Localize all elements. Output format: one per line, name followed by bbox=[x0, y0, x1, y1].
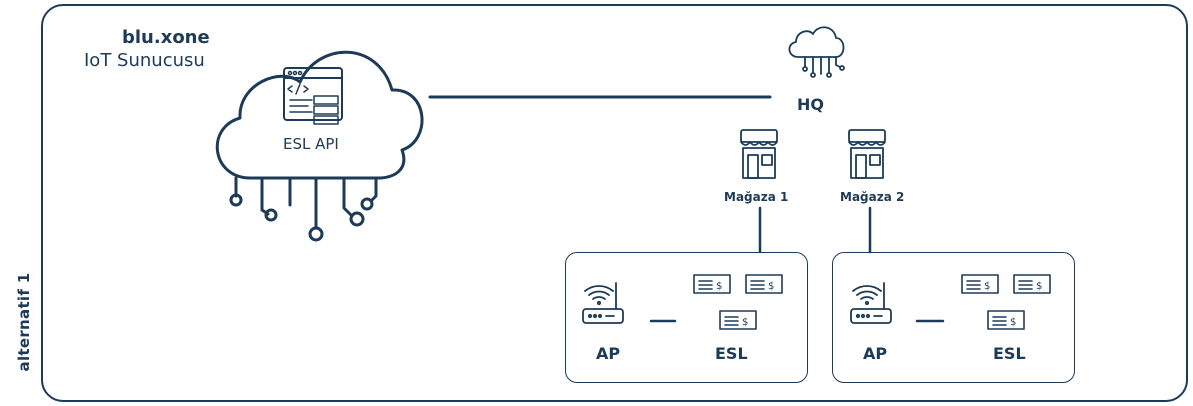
svg-text:$: $ bbox=[1010, 317, 1016, 328]
esl-label: ESL bbox=[993, 344, 1026, 363]
store-icon bbox=[740, 129, 778, 179]
brand-name: blu.xone bbox=[122, 27, 210, 48]
ap-label: AP bbox=[596, 344, 621, 363]
store-1-network-box bbox=[565, 252, 808, 383]
price-tag-icon: $ bbox=[987, 310, 1025, 330]
svg-text:$: $ bbox=[742, 317, 748, 328]
price-tag-icon: $ bbox=[961, 274, 999, 294]
cloud-server-icon bbox=[215, 50, 424, 242]
svg-text:$: $ bbox=[768, 281, 774, 292]
router-icon bbox=[850, 282, 892, 324]
price-tag-icon: $ bbox=[1013, 274, 1051, 294]
svg-text:$: $ bbox=[984, 281, 990, 292]
store-2-label: Mağaza 2 bbox=[840, 190, 905, 204]
router-icon bbox=[582, 282, 624, 324]
esl-label: ESL bbox=[715, 344, 748, 363]
ap-label: AP bbox=[863, 344, 888, 363]
price-tag-icon: $ bbox=[745, 274, 783, 294]
server-subtitle: IoT Sunucusu bbox=[84, 50, 205, 71]
price-tag-icon: $ bbox=[693, 274, 731, 294]
hq-label: HQ bbox=[797, 95, 824, 114]
diagram-frame bbox=[41, 4, 1188, 402]
svg-text:$: $ bbox=[1036, 281, 1042, 292]
esl-api-label: ESL API bbox=[283, 135, 339, 153]
store-1-label: Mağaza 1 bbox=[724, 190, 789, 204]
store-icon bbox=[848, 129, 886, 179]
cloud-hq-icon bbox=[788, 26, 845, 78]
store-2-network-box bbox=[832, 252, 1075, 383]
price-tag-icon: $ bbox=[719, 310, 757, 330]
svg-text:$: $ bbox=[716, 281, 722, 292]
